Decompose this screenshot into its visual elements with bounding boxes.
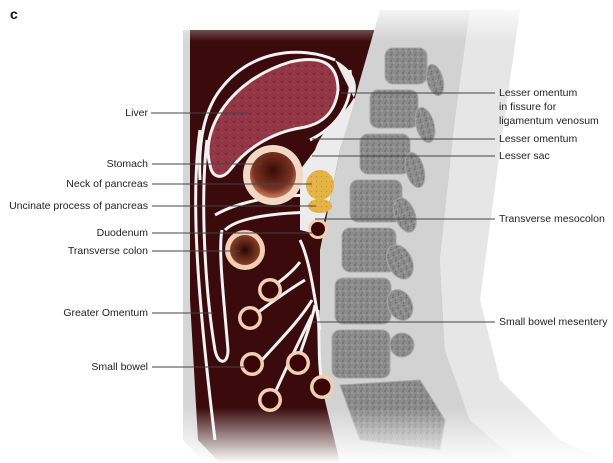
label-small-bowel: Small bowel bbox=[91, 361, 148, 373]
label-lesser-omentum-fissure-1: Lesser omentum bbox=[499, 87, 578, 99]
label-transverse-mesocolon: Transverse mesocolon bbox=[499, 213, 605, 225]
leader-lines-right bbox=[312, 92, 495, 323]
label-stomach: Stomach bbox=[106, 158, 148, 170]
label-lesser-sac: Lesser sac bbox=[499, 150, 550, 162]
label-lesser-omentum: Lesser omentum bbox=[499, 133, 578, 145]
label-lesser-omentum-fissure-3: ligamentum venosum bbox=[499, 115, 599, 127]
label-liver: Liver bbox=[125, 107, 148, 119]
label-uncinate-process: Uncinate process of pancreas bbox=[9, 200, 148, 212]
label-neck-of-pancreas: Neck of pancreas bbox=[66, 178, 148, 190]
leader-lines-left bbox=[151, 112, 316, 368]
label-duodenum: Duodenum bbox=[96, 227, 148, 239]
label-transverse-colon: Transverse colon bbox=[67, 245, 148, 257]
label-small-bowel-mesentery: Small bowel mesentery bbox=[499, 316, 608, 328]
panel-letter: c bbox=[10, 6, 18, 22]
label-lesser-omentum-fissure-2: in fissure for bbox=[499, 101, 557, 113]
label-greater-omentum: Greater Omentum bbox=[63, 307, 148, 319]
